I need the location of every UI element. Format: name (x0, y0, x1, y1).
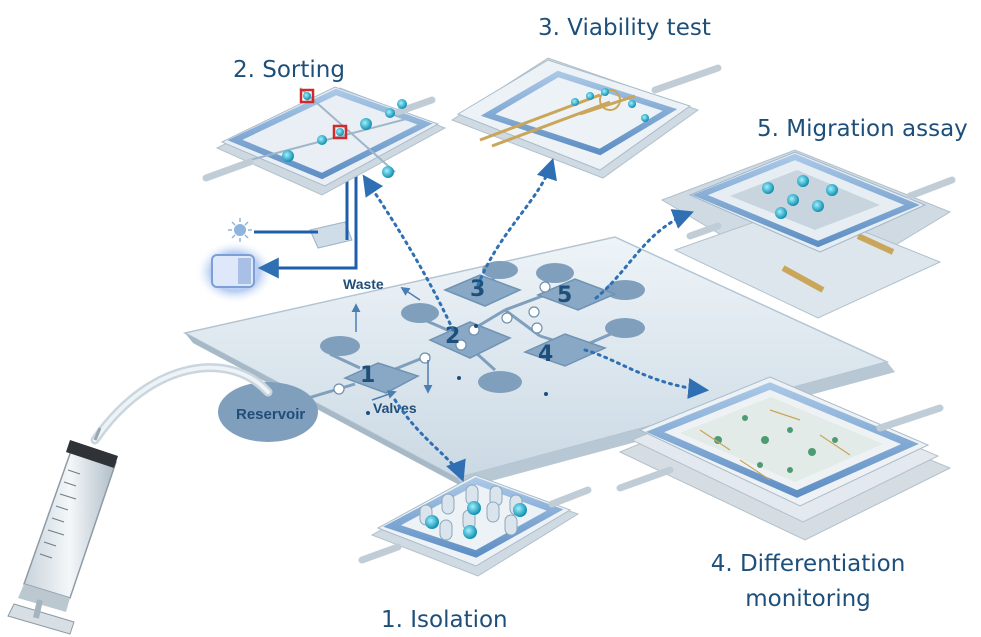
caption-differentiation-line2: monitoring (745, 586, 871, 613)
isolation-device (358, 474, 592, 577)
caption-viability-test: 3. Viability test (538, 15, 711, 41)
sorting-device (202, 86, 447, 196)
chamber-2 (428, 321, 512, 359)
caption-differentiation-line1: 4. Differentiation (710, 551, 906, 577)
chamber-5 (535, 278, 618, 311)
chamber-1 (343, 362, 420, 394)
waste-label: Waste (343, 276, 384, 292)
chip-dots (366, 324, 548, 415)
chamber-number-1: 1 (360, 363, 375, 388)
arrow-to-sorting (362, 174, 455, 332)
migration-device (660, 149, 956, 319)
light-source-icon (228, 218, 252, 242)
syringe (7, 363, 273, 635)
chip-flow-arrows (351, 287, 433, 401)
chamber-number-4: 4 (538, 342, 553, 367)
caption-differentiation: 4. Differentiation monitoring (698, 551, 918, 613)
arrow-to-migration (594, 209, 694, 300)
chamber-number-2: 2 (445, 324, 460, 349)
pathway-arrows (362, 157, 710, 482)
chamber-4 (522, 333, 608, 367)
detector-icon (195, 240, 275, 304)
caption-isolation: 1. Isolation (381, 607, 508, 633)
valves-label: Valves (373, 400, 417, 416)
caption-migration-assay: 5. Migration assay (757, 116, 968, 142)
reservoir-label: Reservoir (236, 406, 305, 423)
differentiation-device (616, 376, 952, 541)
caption-sorting: 2. Sorting (233, 57, 345, 83)
chamber-number-5: 5 (557, 283, 572, 308)
chamber-number-3: 3 (470, 277, 485, 302)
arrow-to-viability (476, 157, 557, 287)
chip-ports (320, 261, 645, 393)
chamber-3 (443, 274, 522, 307)
optics-prism (309, 221, 353, 249)
viability-device (450, 57, 722, 179)
reservoir (218, 382, 318, 442)
arrow-to-isolation (393, 398, 466, 482)
chip-chambers (343, 274, 618, 394)
arrow-to-differentiation (583, 348, 710, 399)
